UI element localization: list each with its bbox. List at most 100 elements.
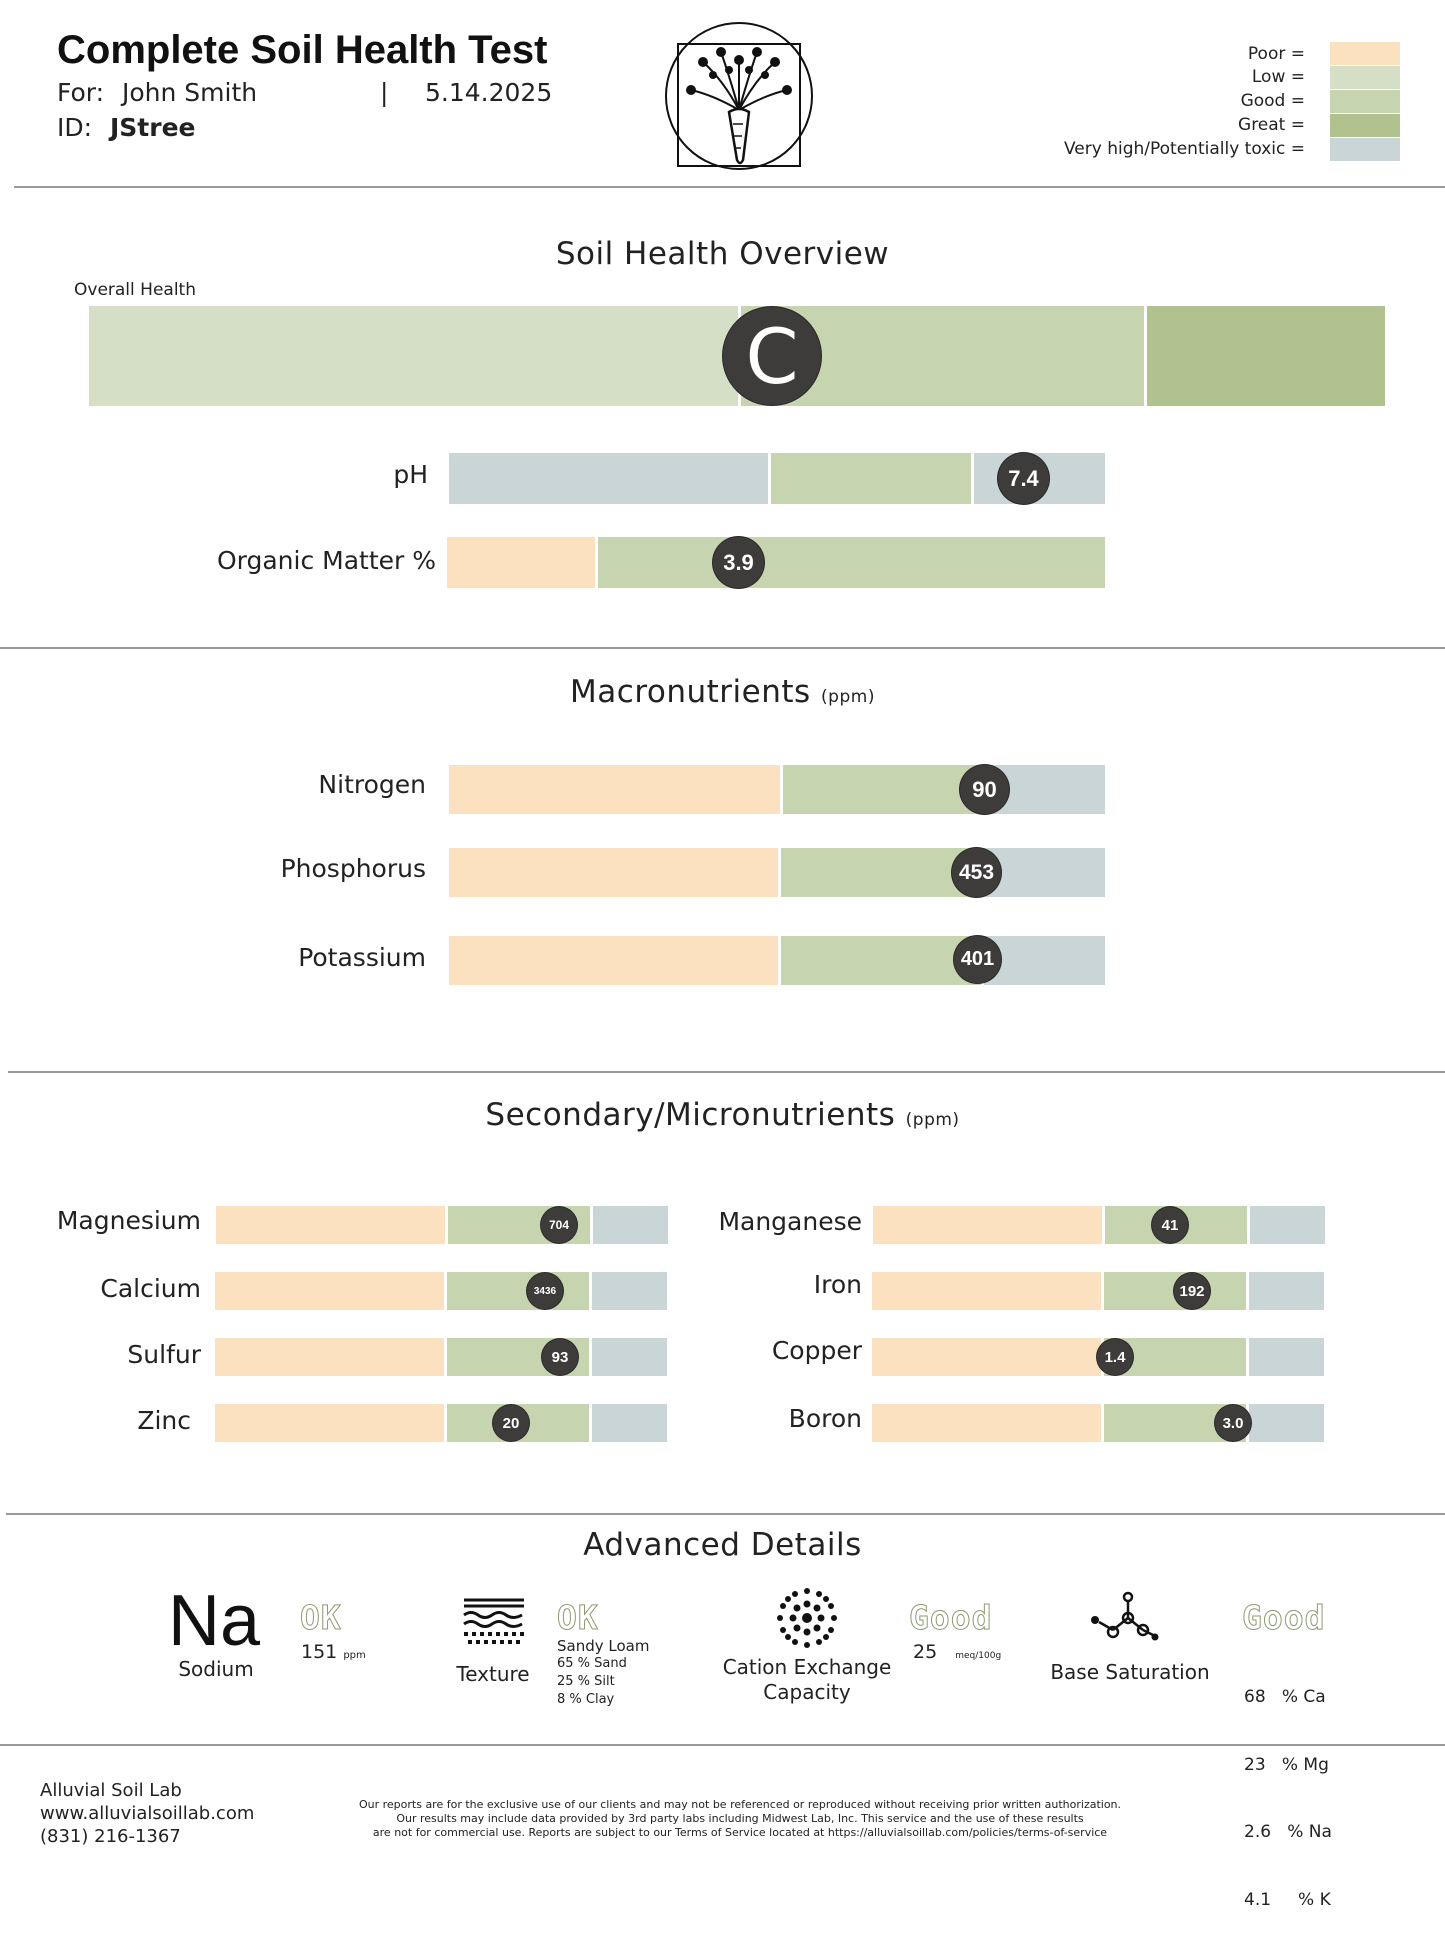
phosphorus-value-marker: 453 (952, 848, 1001, 897)
n-seg-1 (449, 765, 780, 814)
ca-seg-1 (215, 1272, 444, 1310)
copper-value-marker: 1.4 (1097, 1339, 1133, 1375)
cec-label: Cation Exchange Capacity (710, 1655, 904, 1705)
p-seg-2 (781, 848, 981, 897)
mn-seg-1 (873, 1206, 1102, 1244)
cation-exchange-icon (777, 1588, 837, 1648)
overall-health-label: Overall Health (74, 280, 196, 300)
id-value: JStree (110, 113, 196, 142)
potassium-value-marker: 401 (954, 936, 1001, 983)
boron-label: Boron (788, 1404, 862, 1433)
texture-sand: 65 % Sand (557, 1656, 627, 1671)
nitrogen-value-marker: 90 (960, 765, 1009, 814)
n-seg-2 (783, 765, 983, 814)
sodium-unit: ppm (343, 1650, 366, 1661)
macro-title: Macronutrients (ppm) (0, 674, 1445, 710)
legend-poor-label: Poor = (1247, 44, 1305, 64)
k-seg-3 (984, 936, 1105, 985)
base-saturation-status: Good (1241, 1598, 1326, 1638)
report-title: Complete Soil Health Test (57, 28, 548, 72)
overview-title: Soil Health Overview (555, 236, 890, 272)
cu-seg-3 (1249, 1338, 1324, 1376)
om-seg-1 (447, 537, 595, 588)
sodium-label: Sodium (178, 1657, 254, 1681)
disclaimer-line-3: are not for commercial use. Reports are … (372, 1826, 1108, 1839)
legend-great-swatch (1330, 114, 1400, 137)
organic-matter-bar (447, 537, 1105, 588)
legend-low-swatch (1330, 66, 1400, 89)
zn-seg-3 (592, 1404, 667, 1442)
cu-seg-1 (872, 1338, 1101, 1376)
base-saturation-label: Base Saturation (1050, 1660, 1210, 1684)
divider (6, 1513, 1445, 1515)
soil-layers-icon (463, 1598, 524, 1644)
mg-seg-3 (593, 1206, 668, 1244)
cec-status: Good (908, 1598, 993, 1638)
zinc-bar (215, 1404, 667, 1442)
footer-contact: Alluvial Soil Lab www.alluvialsoillab.co… (40, 1779, 254, 1848)
s-seg-3 (592, 1338, 667, 1376)
report-date: 5.14.2025 (425, 78, 553, 107)
fe-seg-3 (1249, 1272, 1324, 1310)
divider (0, 1744, 1445, 1746)
base-na: 2.6 % Na (1244, 1822, 1332, 1842)
ca-seg-2 (447, 1272, 589, 1310)
ca-seg-3 (592, 1272, 667, 1310)
manganese-value-marker: 41 (1152, 1207, 1188, 1243)
base-k: 4.1 % K (1244, 1889, 1331, 1910)
legend-poor-swatch (1330, 42, 1400, 65)
cec-value-number: 25 (913, 1641, 938, 1663)
header-separator: | (380, 78, 389, 107)
texture-clay: 8 % Clay (557, 1692, 615, 1707)
organic-matter-value-marker: 3.9 (713, 537, 764, 588)
zinc-value-marker: 20 (493, 1405, 529, 1441)
sulfur-bar (215, 1338, 667, 1376)
ph-seg-1 (449, 453, 768, 504)
legend-low-label: Low = (1251, 67, 1305, 87)
manganese-bar (873, 1206, 1325, 1244)
macro-title-text: Macronutrients (570, 674, 811, 710)
p-seg-1 (449, 848, 778, 897)
k-seg-2 (781, 936, 981, 985)
b-seg-1 (872, 1404, 1101, 1442)
cec-label-line-2: Capacity (763, 1680, 851, 1704)
secondary-title-text: Secondary/Micronutrients (485, 1097, 896, 1133)
calcium-value-marker: 3436 (527, 1273, 563, 1309)
disclaimer-line-1: Our reports are for the exclusive use of… (358, 1798, 1122, 1811)
potassium-bar (449, 936, 1105, 985)
phosphorus-bar (449, 848, 1105, 897)
id-line: ID: JStree (57, 113, 196, 142)
boron-bar (872, 1404, 1324, 1442)
s-seg-1 (215, 1338, 444, 1376)
manganese-label: Manganese (718, 1207, 862, 1236)
base-mg: 23 % Mg (1244, 1754, 1329, 1775)
company-website[interactable]: www.alluvialsoillab.com (40, 1803, 255, 1824)
base-saturation-breakdown: 68 % Ca 23 % Mg 2.6 % Na 4.1 % K (1244, 1641, 1332, 1934)
molecule-icon (1091, 1591, 1159, 1641)
legend-toxic-swatch (1330, 138, 1400, 161)
nitrogen-label: Nitrogen (318, 770, 426, 799)
sodium-value: 151 ppm (301, 1641, 366, 1663)
potassium-label: Potassium (298, 943, 426, 972)
magnesium-label: Magnesium (56, 1206, 201, 1235)
base-ca: 68 % Ca (1244, 1687, 1326, 1707)
copper-label: Copper (771, 1336, 862, 1365)
iron-bar (872, 1272, 1324, 1310)
p-seg-3 (984, 848, 1105, 897)
overall-great-segment (1147, 306, 1385, 406)
divider (8, 1071, 1445, 1073)
secondary-title: Secondary/Micronutrients (ppm) (0, 1097, 1445, 1133)
sodium-symbol: Na (168, 1581, 261, 1661)
mn-seg-3 (1250, 1206, 1325, 1244)
calcium-label: Calcium (100, 1274, 201, 1303)
boron-value-marker: 3.0 (1215, 1405, 1251, 1441)
cec-value: 25 meq/100g (913, 1641, 1001, 1663)
ph-label: pH (393, 460, 428, 489)
organic-matter-label: Organic Matter % (216, 546, 436, 575)
nitrogen-bar (449, 765, 1105, 814)
secondary-unit: (ppm) (905, 1110, 960, 1130)
advanced-title: Advanced Details (583, 1527, 862, 1563)
zinc-label: Zinc (137, 1406, 191, 1435)
ph-value-marker: 7.4 (998, 453, 1049, 504)
fe-seg-1 (872, 1272, 1101, 1310)
